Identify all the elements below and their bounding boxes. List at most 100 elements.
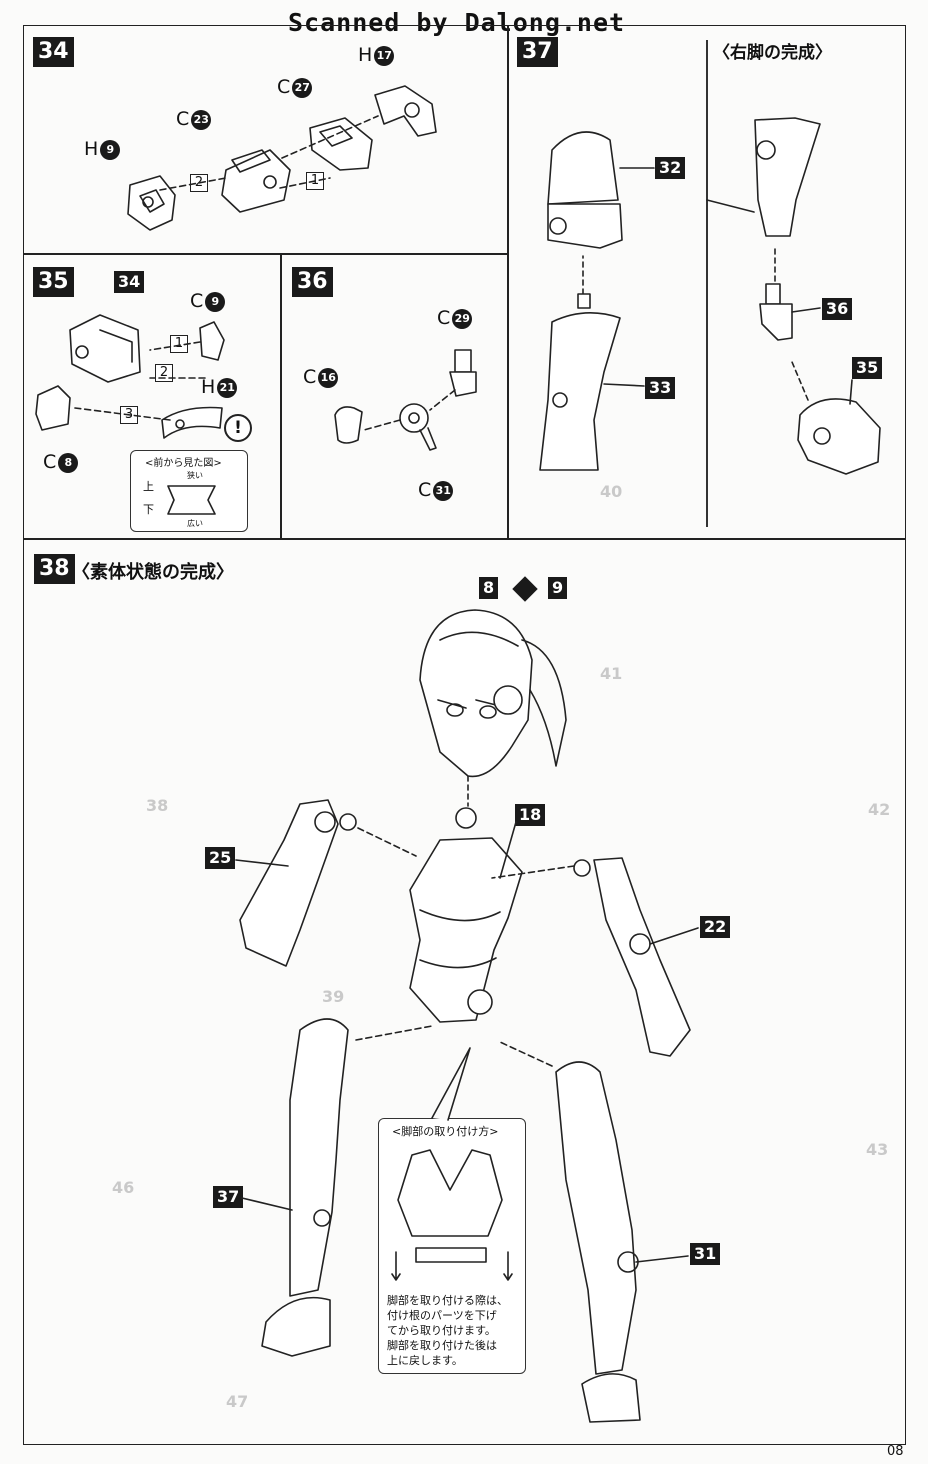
part-c8-drawing	[35, 385, 71, 431]
assembly-guide-36a	[429, 389, 456, 411]
part-letter: C	[176, 108, 190, 130]
part-letter: C	[277, 76, 291, 98]
ghost-43: 43	[866, 1140, 889, 1159]
leg-37-drawing	[261, 1018, 349, 1357]
part-c23-drawing	[221, 149, 291, 213]
part-h21-drawing	[161, 406, 223, 439]
part-letter: C	[43, 451, 57, 473]
leg-upper-drawing	[754, 117, 821, 237]
part-number-badge: 29	[452, 308, 473, 329]
torso-drawing	[409, 807, 523, 1023]
note-line-1: 脚部を取り付ける際は、	[387, 1294, 508, 1307]
ref-37: 37	[213, 1186, 244, 1208]
ref-34: 34	[114, 271, 145, 293]
leader-36	[791, 307, 821, 313]
note-hip-drawing	[391, 1149, 513, 1281]
part-letter: C	[303, 366, 317, 388]
part-h9-drawing	[127, 175, 176, 231]
leader-22	[649, 927, 699, 945]
ghost-42: 42	[868, 800, 891, 819]
ref-33: 33	[645, 377, 676, 399]
note-line-3: てから取り付けます。	[387, 1324, 496, 1337]
ref-36: 36	[822, 298, 853, 320]
step-37-subtitle: 〈右脚の完成〉	[713, 43, 832, 63]
inset-narrow: 狭い	[187, 471, 203, 480]
part-h17-drawing	[374, 85, 437, 137]
arm-25-drawing	[239, 799, 357, 967]
part-c31-drawing	[399, 403, 437, 451]
front-view-inset: <前から見た図> 上 下 狭い 広い	[130, 450, 248, 532]
part-number-badge: 23	[191, 109, 212, 130]
ghost-38: 38	[146, 796, 169, 815]
part-letter: C	[418, 479, 432, 501]
assembly-guide-37c	[791, 361, 809, 401]
ghost-47: 47	[226, 1392, 249, 1411]
step-37-number: 37	[517, 37, 558, 67]
panel-37-callout	[706, 199, 755, 213]
panel-35	[23, 253, 282, 540]
leader-31	[635, 1255, 689, 1263]
step-38-title: 〈素体状態の完成〉	[72, 562, 234, 583]
note-line-2: 付け根のパーツを下げ	[387, 1309, 497, 1322]
panel-38	[23, 538, 906, 1445]
part-letter: H	[358, 44, 373, 66]
part-number-badge: 9	[100, 139, 121, 160]
inset-wide: 広い	[187, 519, 203, 528]
note-line-4: 脚部を取り付けた後は	[387, 1339, 497, 1352]
part-c9-drawing	[199, 321, 225, 361]
assembly-guide-arm-right	[491, 865, 575, 879]
ghost-46: 46	[112, 1178, 135, 1197]
panel-37-divider	[706, 40, 708, 527]
part-c16-drawing	[334, 406, 363, 444]
ghost-40: 40	[600, 482, 623, 501]
leader-37	[241, 1197, 293, 1211]
ref-35: 35	[852, 357, 883, 379]
assembly-guide-34a	[159, 177, 227, 191]
note-callout-pointer	[431, 1047, 471, 1121]
ref-18: 18	[515, 804, 546, 826]
note-text: 脚部を取り付ける際は、 付け根のパーツを下げ てから取り付けます。 脚部を取り付…	[387, 1293, 521, 1368]
ref-22: 22	[700, 916, 731, 938]
inset-down: 下	[143, 503, 154, 516]
caution-icon: !	[224, 414, 252, 442]
assembly-guide-34b	[279, 177, 331, 189]
panel-36	[280, 253, 509, 540]
scanner-credit: Scanned by Dalong.net	[288, 8, 626, 37]
part-32-drawing	[547, 131, 623, 249]
step-34-number: 34	[33, 37, 74, 67]
inset-up: 上	[143, 480, 154, 493]
step-38-number: 38	[34, 554, 75, 584]
part-number-badge: 31	[433, 480, 454, 501]
ghost-41: 41	[600, 664, 623, 683]
part-number-badge: 16	[318, 367, 339, 388]
ref-32: 32	[655, 157, 686, 179]
panel-34	[23, 25, 509, 255]
assembly-guide-34c	[281, 115, 379, 159]
assembly-guide-leg-right	[499, 1041, 553, 1067]
leader-25	[235, 859, 289, 867]
part-letter: H	[201, 376, 216, 398]
step-36-number: 36	[292, 267, 333, 297]
part-c27-drawing	[309, 117, 373, 171]
part-letter: C	[190, 290, 204, 312]
ref-31: 31	[690, 1243, 721, 1265]
part-c29-drawing	[449, 349, 477, 397]
assembly-guide-35a	[149, 341, 201, 351]
inset-front-shape	[167, 485, 216, 515]
assembly-guide-leg-left	[355, 1025, 433, 1041]
part-number-badge: 8	[58, 452, 79, 473]
part-36-drawing	[759, 283, 793, 341]
head-ref-8: 8	[479, 577, 499, 599]
note-line-5: 上に戻します。	[387, 1354, 463, 1367]
